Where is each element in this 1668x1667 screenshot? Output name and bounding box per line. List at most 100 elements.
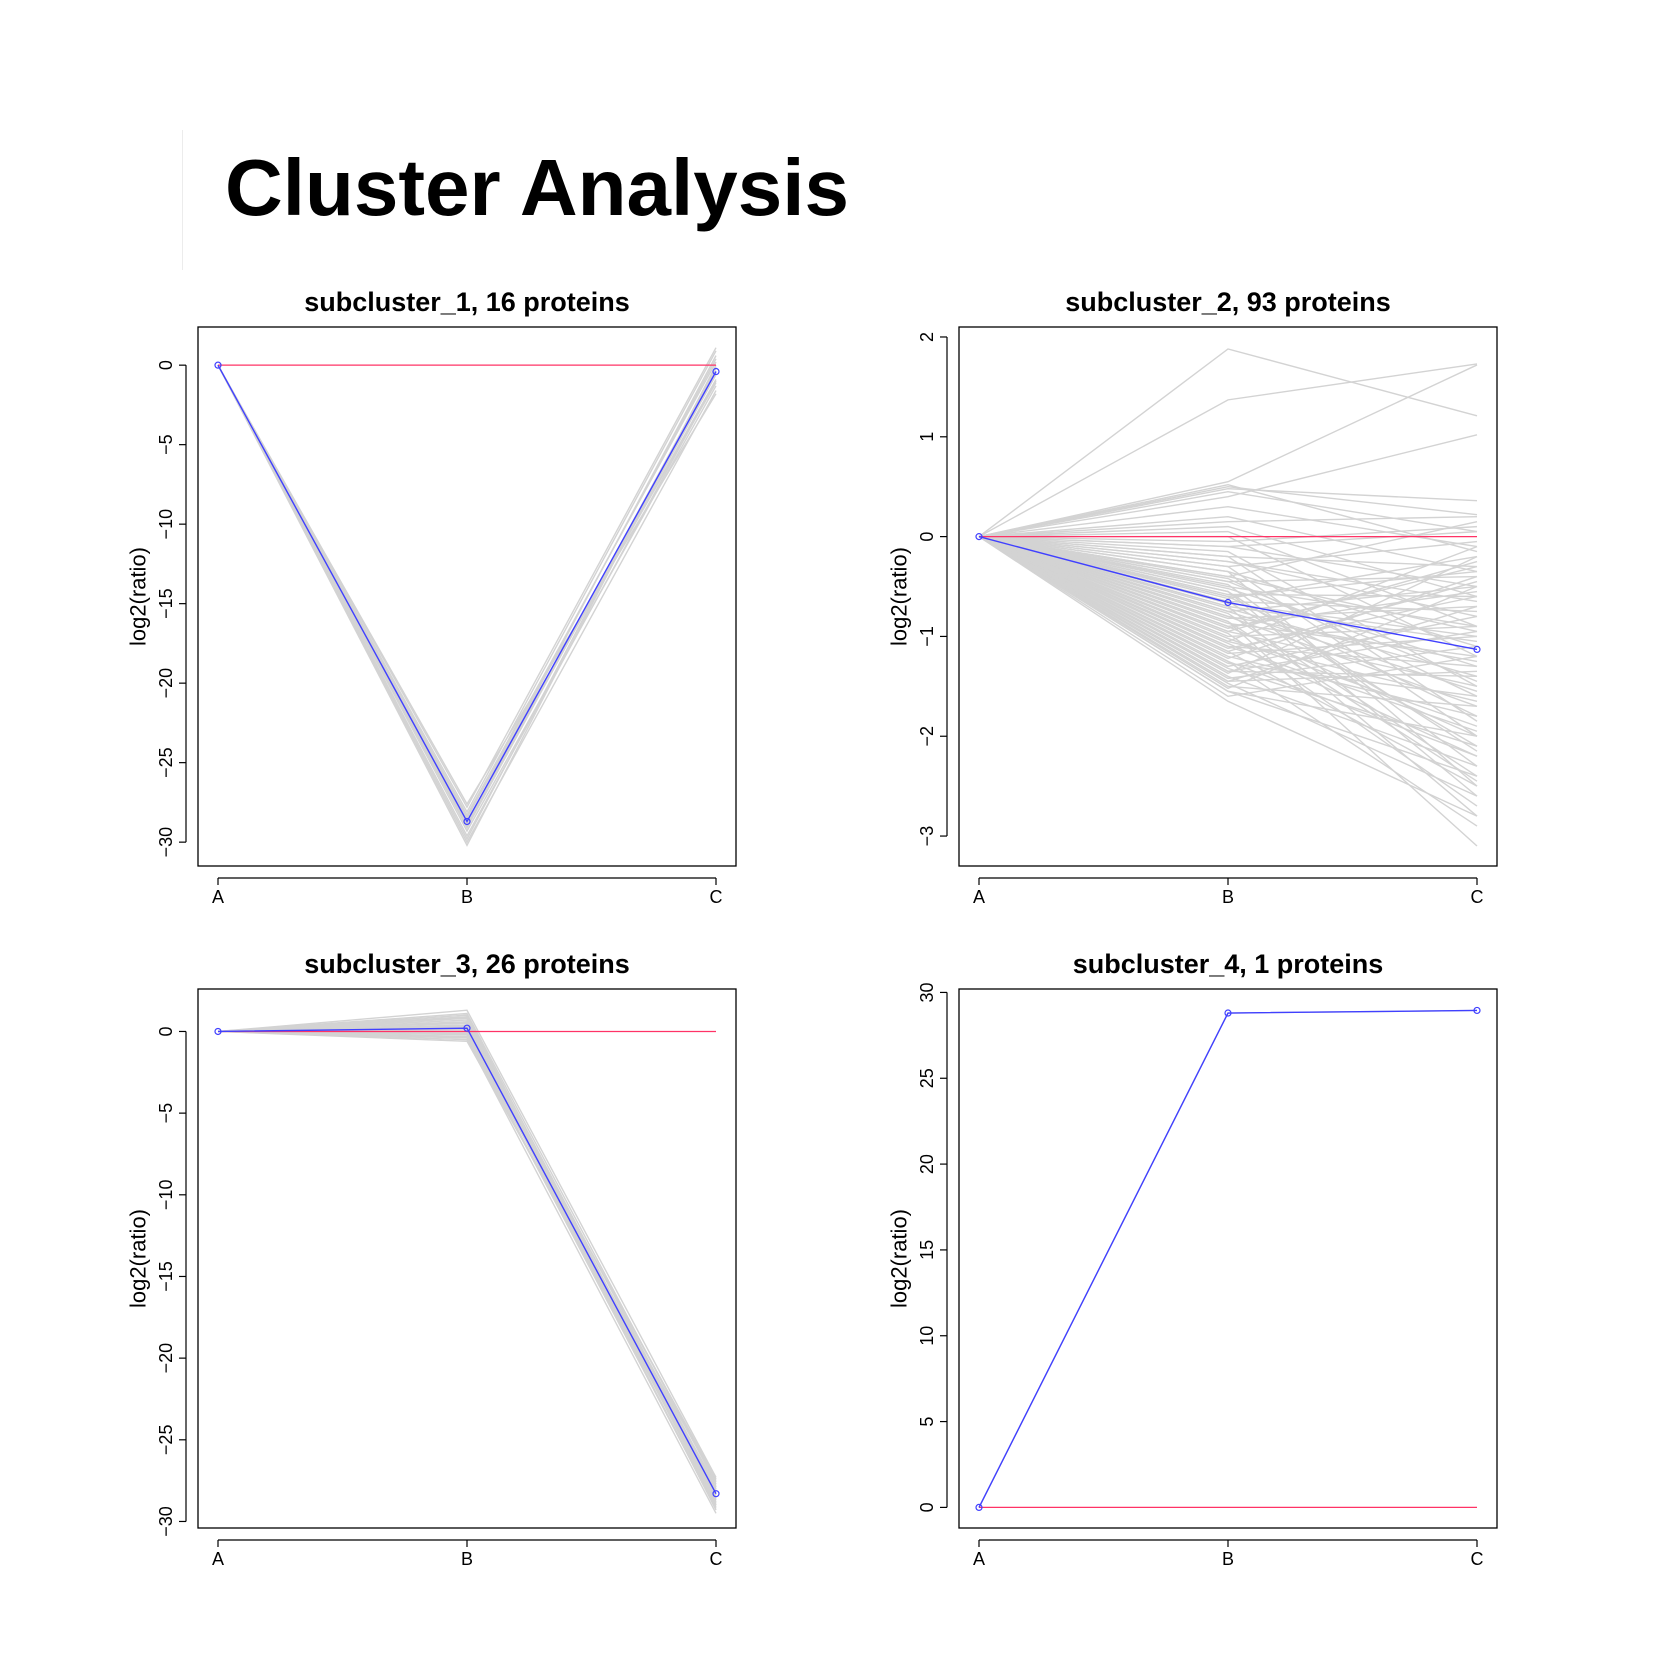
centroid-point bbox=[975, 1503, 983, 1512]
member-series-line bbox=[978, 535, 1478, 732]
centroid-point bbox=[463, 817, 471, 826]
member-series-line bbox=[217, 1025, 717, 1493]
member-series-line bbox=[978, 536, 1478, 683]
member-series-line bbox=[978, 1009, 1478, 1508]
member-series-line bbox=[978, 535, 1478, 568]
chart-title: subcluster_2, 93 proteins bbox=[1065, 287, 1391, 317]
member-series-line bbox=[217, 1030, 717, 1514]
y-tick-label: −15 bbox=[156, 1261, 176, 1292]
member-series-line bbox=[978, 535, 1478, 653]
member-series-line bbox=[217, 358, 717, 820]
member-series-line bbox=[978, 536, 1478, 690]
y-tick-label: −20 bbox=[156, 668, 176, 699]
member-series-line bbox=[217, 350, 717, 814]
y-tick-label: −3 bbox=[917, 826, 937, 847]
member-series-line bbox=[217, 1030, 717, 1486]
centroid-point bbox=[1473, 645, 1481, 654]
x-tick-label: A bbox=[973, 887, 985, 907]
member-series-line bbox=[217, 1030, 717, 1501]
member-series-line bbox=[978, 348, 1478, 538]
plot-frame bbox=[197, 326, 737, 867]
member-series-line bbox=[217, 1014, 717, 1498]
member-series-line bbox=[217, 364, 717, 844]
centroid-point bbox=[1224, 598, 1232, 607]
centroid-series-line bbox=[217, 1027, 717, 1495]
member-series-line bbox=[978, 535, 1478, 682]
y-tick-label: 0 bbox=[156, 1026, 176, 1036]
member-series-line bbox=[217, 1017, 717, 1499]
member-series-line bbox=[217, 1027, 717, 1504]
x-tick-label: C bbox=[1471, 887, 1484, 907]
member-series-line bbox=[978, 490, 1478, 538]
centroid-point bbox=[214, 361, 222, 369]
member-series-line bbox=[978, 535, 1478, 673]
member-series-line bbox=[217, 364, 717, 819]
plot-frame bbox=[197, 988, 737, 1529]
member-series-line bbox=[217, 364, 717, 828]
member-series-line bbox=[217, 361, 717, 817]
y-tick-label: 25 bbox=[917, 1068, 937, 1088]
y-tick-label: −1 bbox=[917, 626, 937, 647]
member-series-line bbox=[217, 364, 717, 838]
member-series-line bbox=[978, 364, 1478, 538]
y-tick-label: −15 bbox=[156, 588, 176, 619]
centroid-point bbox=[214, 1027, 222, 1036]
y-tick-label: −20 bbox=[156, 1343, 176, 1374]
x-tick-label: A bbox=[212, 887, 224, 907]
x-tick-label: B bbox=[461, 1549, 473, 1569]
title-divider bbox=[182, 130, 183, 270]
y-tick-label: −25 bbox=[156, 747, 176, 778]
member-series-line bbox=[978, 535, 1478, 598]
member-series-line bbox=[978, 535, 1478, 603]
member-series-line bbox=[978, 535, 1478, 643]
member-series-line bbox=[978, 535, 1478, 747]
member-series-line bbox=[978, 505, 1478, 548]
member-series-line bbox=[217, 1028, 717, 1488]
member-series-line bbox=[217, 1030, 717, 1483]
member-series-line bbox=[217, 364, 717, 833]
x-tick-label: B bbox=[1222, 1549, 1234, 1569]
member-series-line bbox=[978, 535, 1478, 633]
y-tick-label: −5 bbox=[156, 434, 176, 455]
member-series-line bbox=[978, 535, 1478, 787]
member-series-line bbox=[217, 364, 717, 823]
member-series-line bbox=[217, 364, 717, 847]
centroid-point bbox=[975, 533, 983, 541]
y-tick-label: 0 bbox=[917, 532, 937, 542]
member-series-line bbox=[217, 347, 717, 809]
member-series-line bbox=[978, 515, 1478, 573]
member-series-line bbox=[978, 535, 1478, 633]
member-series-line bbox=[217, 1016, 717, 1490]
member-series-line bbox=[217, 1012, 717, 1485]
y-tick-label: −25 bbox=[156, 1425, 176, 1456]
member-series-line bbox=[978, 535, 1478, 752]
member-series-line bbox=[217, 1019, 717, 1503]
member-series-line bbox=[978, 535, 1478, 702]
member-series-line bbox=[978, 483, 1478, 553]
y-axis-label: log2(ratio) bbox=[126, 1209, 151, 1308]
y-tick-label: −2 bbox=[917, 726, 937, 747]
member-series-line bbox=[217, 364, 717, 830]
member-series-line bbox=[217, 1016, 717, 1506]
x-tick-label: A bbox=[973, 1549, 985, 1569]
member-series-line bbox=[978, 535, 1478, 663]
x-tick-label: C bbox=[710, 887, 723, 907]
member-series-line bbox=[218, 1030, 717, 1496]
y-tick-label: 30 bbox=[917, 982, 937, 1002]
member-series-line bbox=[217, 1030, 717, 1509]
y-axis-label: log2(ratio) bbox=[887, 547, 912, 646]
member-series-line bbox=[217, 1021, 717, 1495]
centroid-point bbox=[712, 1490, 720, 1498]
y-tick-label: 0 bbox=[156, 360, 176, 370]
x-tick-label: C bbox=[710, 1549, 723, 1569]
member-series-line bbox=[978, 536, 1478, 777]
x-tick-label: A bbox=[212, 1549, 224, 1569]
centroid-point bbox=[1224, 1009, 1232, 1017]
member-series-line bbox=[978, 485, 1478, 538]
member-series-line bbox=[978, 535, 1478, 692]
chart-title: subcluster_3, 26 proteins bbox=[304, 949, 630, 979]
y-tick-label: 15 bbox=[917, 1240, 937, 1260]
